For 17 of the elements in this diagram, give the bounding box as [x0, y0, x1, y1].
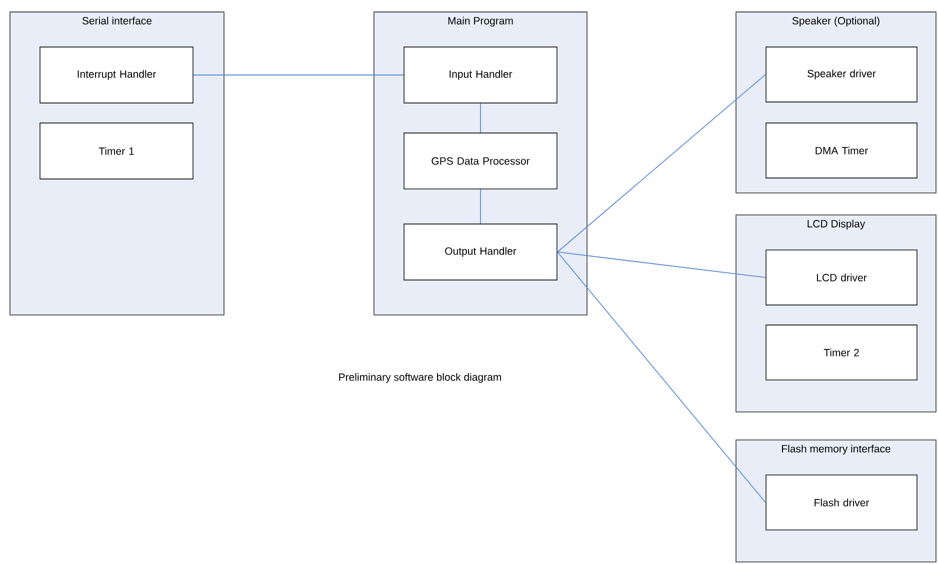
connector-line	[480, 103, 481, 133]
connector-line	[557, 252, 766, 503]
connector-line	[557, 252, 766, 278]
connector-line	[480, 189, 481, 224]
process-box: DMA Timer	[766, 122, 918, 178]
caption-text: Preliminary software block diagram	[339, 373, 501, 383]
process-box: Timer 1	[40, 122, 194, 180]
process-box: Input Handler	[404, 46, 558, 104]
process-box: Flash driver	[766, 474, 918, 530]
process-box: Timer 2	[766, 324, 918, 380]
process-box: Speaker driver	[766, 46, 918, 102]
process-box: Interrupt Handler	[40, 46, 194, 104]
process-box: GPS Data Processor	[404, 132, 558, 190]
process-box: LCD driver	[766, 250, 918, 306]
connector-line	[193, 74, 404, 76]
connector-line	[557, 74, 766, 252]
process-box: Output Handler	[404, 224, 558, 280]
